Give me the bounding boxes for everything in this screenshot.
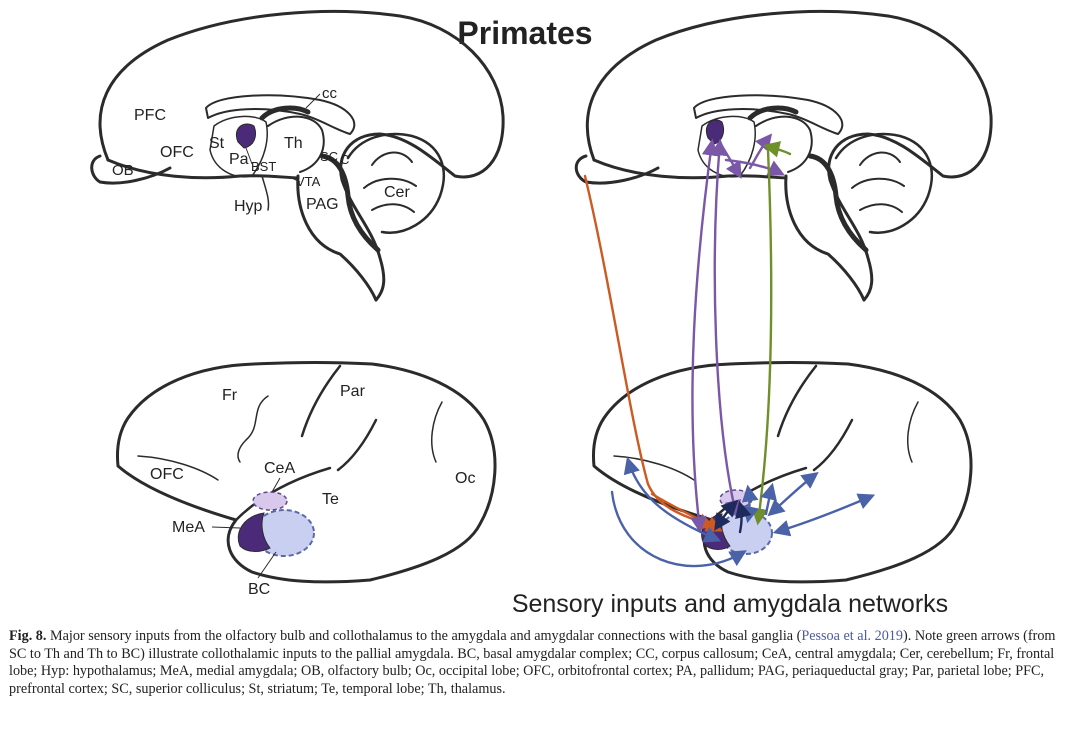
- striatal-arrow-4: [724, 158, 786, 176]
- cerebrum-outline: [98, 9, 505, 302]
- cea-left: [252, 491, 288, 511]
- label-ob: OB: [112, 162, 134, 179]
- figure-diagram: Primates Sensory inputs and amygdala net…: [90, 9, 993, 618]
- internal-arrow-bc-mea: [714, 499, 739, 531]
- label-sc: SC: [320, 149, 338, 164]
- cortical-arrow-up: [760, 482, 777, 516]
- label-vta: VTA: [296, 174, 321, 189]
- cortical-arrow-loop: [610, 490, 747, 568]
- label-oc: Oc: [455, 470, 475, 487]
- cea-right: [719, 489, 753, 509]
- caption-text-1: Major sensory inputs from the olfactory …: [46, 628, 802, 644]
- ofc-sulcus: [137, 455, 219, 481]
- lateral-outline: [116, 361, 497, 584]
- cerebrum-outline: [585, 9, 993, 302]
- label-par: Par: [340, 383, 366, 400]
- figure-subtitle: Sensory inputs and amygdala networks: [512, 590, 948, 618]
- medial-amygdala-dark-left: [236, 123, 257, 149]
- internal-arrow-bc-cea: [735, 500, 752, 534]
- caption-reference-link[interactable]: Pessoa et al. 2019: [801, 628, 903, 644]
- medial-label-leaders: [245, 93, 321, 183]
- label-ofc-lateral: OFC: [150, 466, 184, 483]
- label-te: Te: [322, 491, 339, 508]
- frontal-sulcus: [237, 395, 269, 463]
- ventricle-dark: [259, 105, 311, 121]
- cerebellum-folia-2: [363, 177, 417, 189]
- cortical-arrow-ofc: [623, 456, 722, 543]
- cortical-arrow-te: [772, 493, 876, 537]
- label-mea: MeA: [172, 519, 205, 536]
- figure-caption: Fig. 8. Major sensory inputs from the ol…: [9, 628, 1067, 698]
- brainstem-front: [784, 174, 866, 302]
- medial-brain-left: [90, 9, 505, 302]
- hypothalamus-lines: [261, 175, 270, 211]
- mea-left: [237, 512, 271, 552]
- network-arrows: [583, 133, 876, 568]
- lateral-label-leaders: [211, 477, 281, 579]
- sylvian-fissure: [234, 466, 332, 522]
- caption-text-2: ). Note green arrows (from SC to Th and …: [9, 628, 1056, 697]
- figure-title: Primates: [457, 15, 592, 51]
- striatal-arrow-5: [748, 133, 773, 170]
- lateral-brain-left: [116, 361, 497, 584]
- medial-brain-right: [574, 9, 993, 302]
- collothalamic-arrow-sc-th: [762, 141, 792, 158]
- cerebellum-folia-3: [859, 203, 903, 213]
- cerebellum-folia-3: [371, 203, 415, 213]
- ventral-outline: [592, 158, 788, 180]
- striatum-shape: [209, 115, 268, 178]
- label-bst: BST: [251, 159, 276, 174]
- corpus-callosum: [205, 94, 356, 135]
- collothalamic-arrow-th-bc: [751, 148, 773, 526]
- cerebellum-outline: [346, 132, 445, 234]
- label-fr: Fr: [222, 387, 238, 404]
- parietal-sulcus: [336, 418, 378, 472]
- striatal-arrow-2: [710, 138, 742, 518]
- striatal-arrow-1: [690, 138, 719, 534]
- label-bc: BC: [248, 581, 270, 598]
- ventral-outline: [106, 158, 300, 180]
- label-cer: Cer: [384, 184, 410, 201]
- central-sulcus: [300, 364, 342, 438]
- label-st: St: [209, 135, 225, 152]
- lateral-brain-right: [592, 361, 973, 584]
- occipital-sulcus: [431, 401, 443, 463]
- brainstem-front: [296, 174, 378, 302]
- colliculus-dark: [319, 153, 381, 253]
- olfactory-bulb: [90, 154, 172, 185]
- thalamus-outline: [267, 115, 325, 173]
- cerebellum-folia-1: [859, 151, 901, 166]
- cortical-arrow-par: [767, 471, 819, 517]
- label-cc: cc: [322, 85, 338, 102]
- label-pag: PAG: [306, 196, 339, 213]
- label-pa: Pa: [229, 151, 249, 168]
- label-hyp: Hyp: [234, 198, 263, 215]
- label-ofc: OFC: [160, 144, 194, 161]
- label-cea: CeA: [264, 460, 295, 477]
- medial-inner-structures: [205, 94, 381, 253]
- label-c: C: [340, 152, 349, 167]
- cerebellum-outline: [834, 132, 933, 234]
- label-th: Th: [284, 135, 303, 152]
- cerebellum-folia-2: [851, 177, 905, 189]
- label-pfc: PFC: [134, 107, 166, 124]
- cerebellum-folia-1: [371, 151, 413, 166]
- medial-inner-structures-right: [693, 94, 869, 253]
- medial-amygdala-dark-right: [706, 119, 725, 145]
- caption-label: Fig. 8.: [9, 628, 47, 644]
